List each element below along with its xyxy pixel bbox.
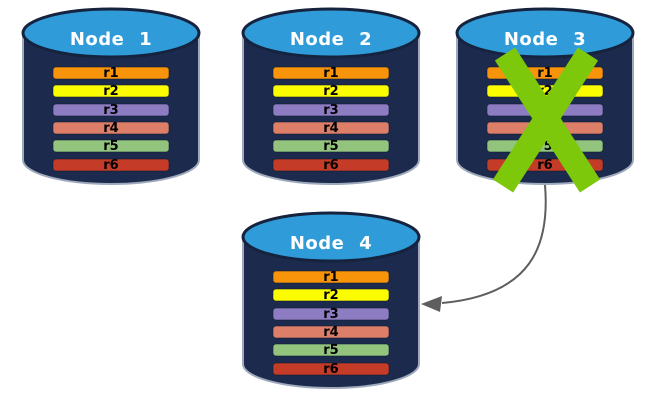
record-label-r5: r5 <box>323 139 338 154</box>
record-bar-r6 <box>52 158 170 172</box>
record-bar-r1 <box>272 66 390 80</box>
record-bar-r6 <box>272 362 390 376</box>
failure-cross-icon <box>492 47 601 193</box>
record-label-r1: r1 <box>103 66 118 81</box>
record-bar-r2 <box>272 84 390 98</box>
record-bar-r5 <box>272 139 390 153</box>
record-label-r2: r2 <box>323 288 338 303</box>
record-stack: r1 r2 r3 r4 r5 r6 <box>272 270 390 377</box>
replication-arrow <box>421 184 547 312</box>
record-label-r2: r2 <box>323 84 338 99</box>
record-bar-r1 <box>272 270 390 284</box>
record-label-r5: r5 <box>103 139 118 154</box>
node-1: Node 1 r1 r2 r3 r4 r5 r6 <box>21 7 201 185</box>
record-bar-r5 <box>272 343 390 357</box>
record-label-r1: r1 <box>323 270 338 285</box>
record-label-r5: r5 <box>323 343 338 358</box>
node-title: Node 2 <box>290 29 372 50</box>
record-label-r6: r6 <box>323 362 338 377</box>
record-label-r6: r6 <box>323 158 338 173</box>
record-label-r1: r1 <box>537 66 552 81</box>
node-title: Node 4 <box>290 233 372 254</box>
record-label-r1: r1 <box>323 66 338 81</box>
record-bar-r2 <box>272 288 390 302</box>
cylinder-top <box>455 7 635 59</box>
node-4: Node 4 r1 r2 r3 r4 r5 r6 <box>241 211 421 389</box>
node-3: Node 3 r1 r2 r3 r4 r5 r6 <box>455 7 635 193</box>
record-label-r4: r4 <box>103 121 118 136</box>
cylinder-top <box>241 7 421 59</box>
arrowhead-icon <box>421 296 442 312</box>
record-bar-r3 <box>272 103 390 117</box>
record-label-r6: r6 <box>103 158 118 173</box>
cross-stroke-2 <box>492 47 599 193</box>
record-label-r4: r4 <box>323 121 338 136</box>
node-title: Node 3 <box>504 29 586 50</box>
arrow-curve <box>441 184 547 304</box>
record-label-r3: r3 <box>323 307 338 322</box>
record-bar-r6 <box>272 158 390 172</box>
cylinder-top <box>241 211 421 263</box>
node-title: Node 1 <box>70 29 152 50</box>
record-bar-r3 <box>272 307 390 321</box>
record-bar-r1 <box>52 66 170 80</box>
node-2: Node 2 r1 r2 r3 r4 r5 r6 <box>241 7 421 185</box>
record-stack: r1 r2 r3 r4 r5 r6 <box>52 66 170 173</box>
record-stack: r1 r2 r3 r4 r5 r6 <box>272 66 390 173</box>
record-bar-r4 <box>272 121 390 135</box>
record-label-r3: r3 <box>323 103 338 118</box>
record-label-r2: r2 <box>103 84 118 99</box>
record-label-r4: r4 <box>323 325 338 340</box>
record-label-r6: r6 <box>537 158 552 173</box>
record-label-r3: r3 <box>103 103 118 118</box>
record-bar-r3 <box>52 103 170 117</box>
record-bar-r4 <box>272 325 390 339</box>
record-bar-r2 <box>52 84 170 98</box>
cylinder-top <box>21 7 201 59</box>
record-bar-r5 <box>52 139 170 153</box>
record-bar-r4 <box>52 121 170 135</box>
